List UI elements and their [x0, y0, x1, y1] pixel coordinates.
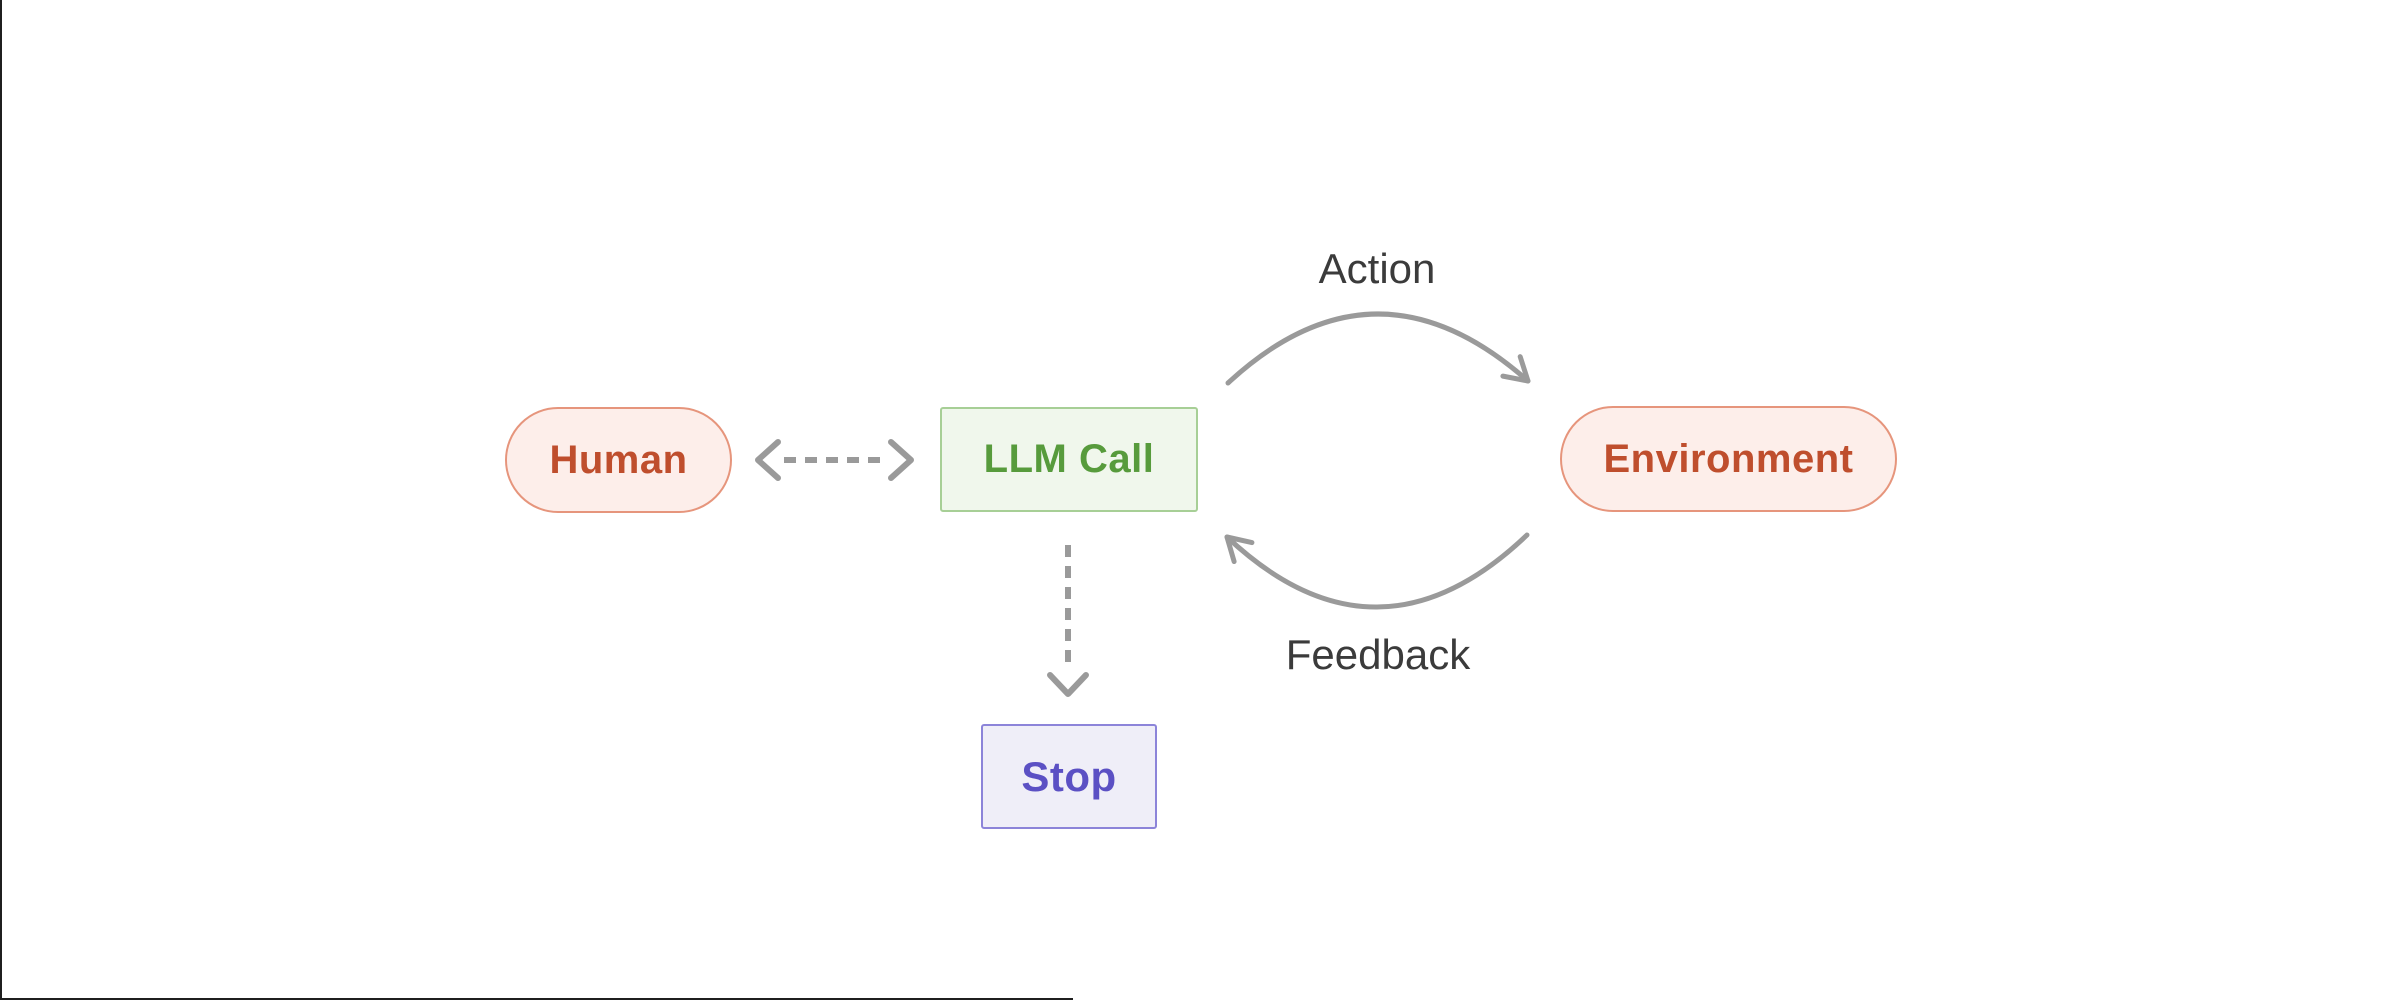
down-chevron-icon — [1047, 672, 1089, 697]
node-environment-label: Environment — [1603, 436, 1854, 481]
llm-stop-dashed-arrow — [1047, 545, 1089, 697]
node-human-label: Human — [549, 437, 688, 482]
action-arrow — [1225, 311, 1531, 386]
node-llm-call-label: LLM Call — [983, 437, 1155, 481]
node-stop: Stop — [981, 724, 1157, 829]
feedback-edge-label: Feedback — [1285, 631, 1471, 678]
node-stop-label: Stop — [1021, 752, 1117, 800]
left-edge-line — [0, 0, 2, 1000]
right-chevron-icon — [888, 439, 914, 481]
bottom-edge-line — [0, 998, 1073, 1000]
human-llm-dashed-arrow — [755, 439, 914, 481]
node-environment: Environment — [1560, 406, 1897, 512]
node-human: Human — [505, 407, 732, 513]
feedback-arrow — [1224, 532, 1530, 610]
node-llm-call: LLM Call — [940, 407, 1198, 512]
left-chevron-icon — [755, 439, 781, 481]
action-edge-label: Action — [1318, 245, 1436, 292]
